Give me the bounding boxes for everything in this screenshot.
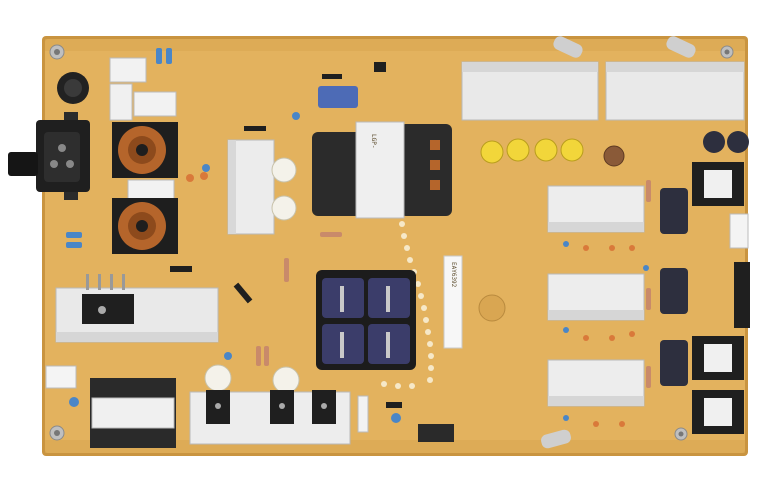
output-capacitors [660,131,749,386]
resistors [256,180,651,388]
small-fuse [357,395,369,433]
connectors-right [729,213,750,328]
sticker-code: EAY6392 [450,262,457,288]
heatsink-bottom [189,390,351,445]
main-transformer: LGP- [312,121,452,219]
trace-dots [349,209,434,389]
round-stamp [478,294,506,322]
heatsinks-right [547,185,645,407]
round-black-component [57,72,89,104]
bottom-connector [418,424,454,442]
transformer-marking: LGP- [370,134,377,148]
bulk-capacitors [316,270,416,370]
heatsinks-top-right [461,61,745,121]
blue-film-capacitor [318,86,358,108]
heatsink-center-left [227,139,275,235]
diodes [170,62,402,408]
standby-transformer [45,365,176,448]
mounting-holes [49,36,734,449]
blue-small-caps [66,48,649,423]
orange-small-components [186,172,635,427]
yellow-capacitors [480,138,625,167]
white-disc-components [204,157,300,394]
barcode-sticker: EAY6392 [443,255,463,349]
ac-inlet [8,112,90,200]
choke-coils [112,122,178,254]
small-transformers-right [692,162,744,434]
heatsink-left [55,274,219,343]
white-blocks-left [109,57,177,201]
